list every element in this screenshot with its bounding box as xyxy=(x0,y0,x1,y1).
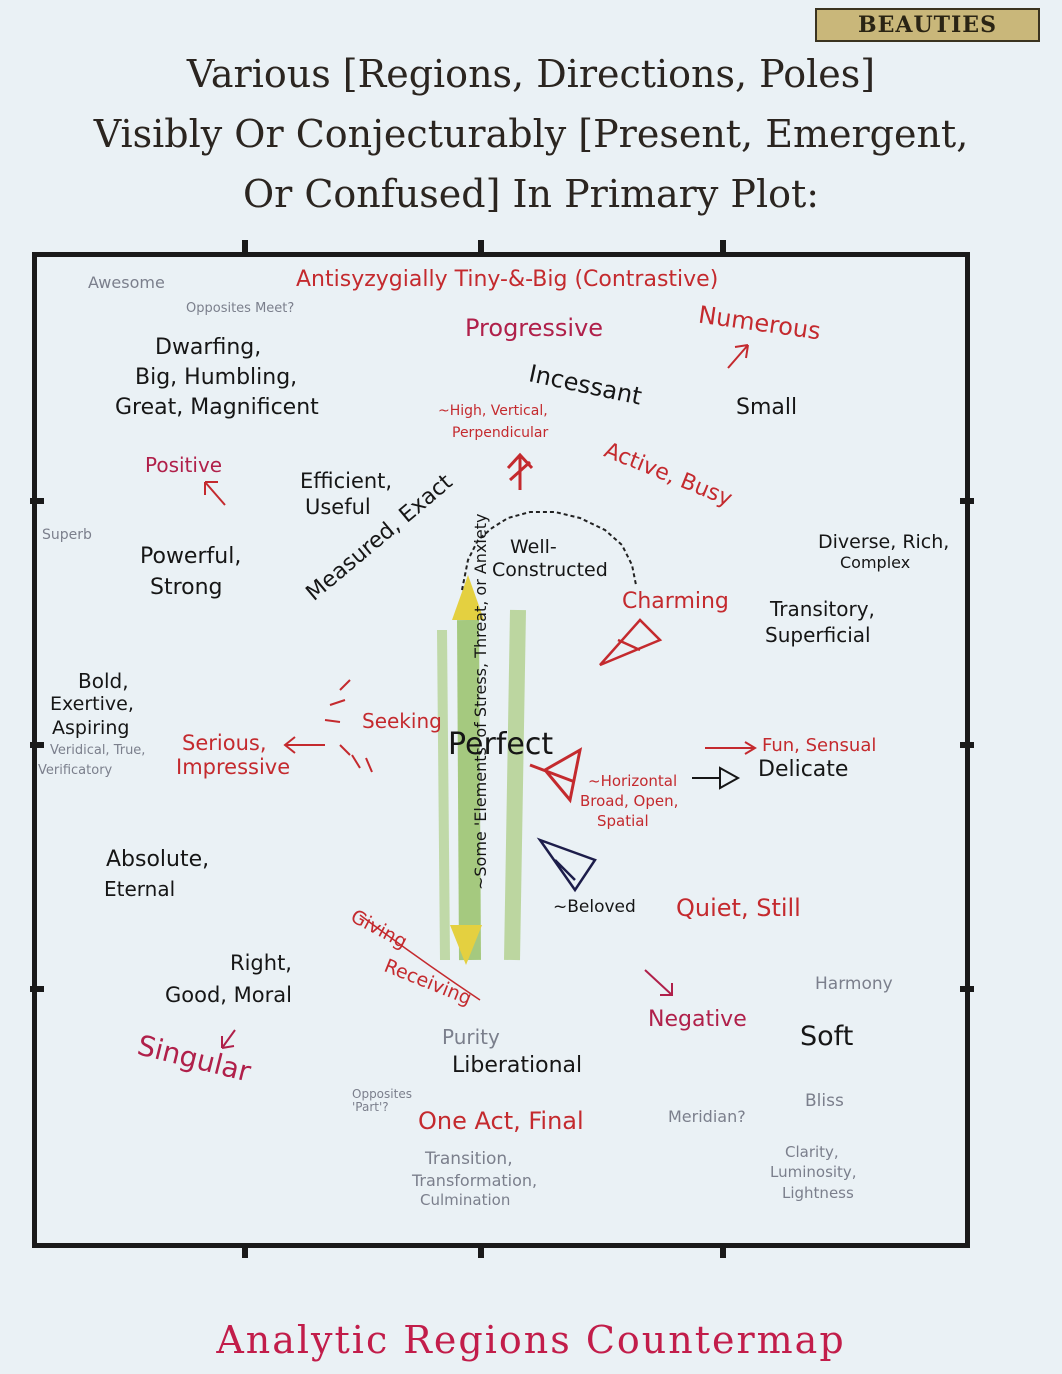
label-aspiring: Aspiring xyxy=(52,717,130,739)
frame-tick xyxy=(720,240,726,256)
frame-tick xyxy=(960,742,974,748)
label-fun-sensual: Fun, Sensual xyxy=(762,735,877,756)
label-broad-open: Broad, Open, xyxy=(580,792,679,810)
label-big-humbling: Big, Humbling, xyxy=(135,365,298,390)
label-positive: Positive xyxy=(145,453,223,477)
frame-tick xyxy=(720,1244,726,1258)
vertical-arrow xyxy=(506,452,534,490)
arrow-down-head xyxy=(450,925,482,965)
frame-tick xyxy=(30,498,44,504)
seeking-arrows xyxy=(324,679,373,773)
label-high-vertical: ~High, Vertical, xyxy=(438,403,548,419)
beauties-tab-label: BEAUTIES xyxy=(815,8,1040,42)
label-perpendicular: Perpendicular xyxy=(452,425,549,441)
frame-tick xyxy=(478,1244,484,1258)
label-opposites-meet: Opposites Meet? xyxy=(186,301,295,316)
horizontal-fan-icon xyxy=(529,747,583,804)
label-negative: Negative xyxy=(648,1007,747,1032)
delicate-icon xyxy=(692,766,741,790)
frame-tick xyxy=(960,986,974,992)
label-efficient: Efficient, xyxy=(300,469,393,493)
label-veridical: Veridical, True, xyxy=(50,743,146,758)
label-soft: Soft xyxy=(800,1021,854,1052)
label-bliss: Bliss xyxy=(805,1091,844,1111)
title-line-2: Visibly Or Conjecturably [Present, Emerg… xyxy=(93,112,969,156)
label-clarity: Clarity, xyxy=(785,1143,839,1161)
numerous-arrow xyxy=(727,344,749,369)
label-superficial: Superficial xyxy=(765,623,871,647)
label-culmination: Culmination xyxy=(420,1191,511,1209)
label-well: Well- xyxy=(510,536,557,558)
giving-receiving-curve xyxy=(359,914,481,1001)
label-strong: Strong xyxy=(150,575,223,600)
label-small: Small xyxy=(736,395,798,420)
arrow-up-head xyxy=(452,575,484,620)
title-line-1: Various [Regions, Directions, Poles] xyxy=(186,52,876,96)
label-charming: Charming xyxy=(622,589,729,614)
green-band-right xyxy=(504,609,526,961)
label-delicate: Delicate xyxy=(758,757,849,782)
singular-arrow xyxy=(221,1029,236,1049)
label-one-act: One Act, Final xyxy=(418,1107,584,1135)
label-harmony: Harmony xyxy=(815,974,893,994)
label-exertive: Exertive, xyxy=(50,693,134,715)
label-dwarfing: Dwarfing, xyxy=(155,335,262,360)
label-awesome: Awesome xyxy=(88,273,165,292)
label-perfect: Perfect xyxy=(448,727,554,762)
frame-tick xyxy=(30,986,44,992)
label-purity: Purity xyxy=(442,1025,500,1049)
frame-tick xyxy=(30,742,44,748)
label-antisyzygially: Antisyzygially Tiny-&-Big (Contrastive) xyxy=(296,267,719,292)
label-seeking: Seeking xyxy=(362,709,442,733)
label-transition: Transition, xyxy=(425,1149,513,1169)
well-constructed-zigzag xyxy=(461,511,637,591)
label-bold: Bold, xyxy=(78,669,129,693)
green-arrow-up-band xyxy=(457,619,481,961)
label-progressive: Progressive xyxy=(465,314,604,342)
serious-arrow xyxy=(283,736,325,754)
frame-tick xyxy=(242,240,248,256)
label-great: Great, Magnificent xyxy=(115,395,319,420)
label-serious: Serious, xyxy=(182,731,267,755)
label-diverse: Diverse, Rich, xyxy=(818,531,950,553)
positive-arrow xyxy=(204,481,226,506)
frame-tick xyxy=(478,240,484,256)
footer-title: Analytic Regions Countermap xyxy=(216,1318,846,1362)
label-complex: Complex xyxy=(840,553,911,572)
label-superb: Superb xyxy=(42,527,92,543)
beloved-fan-icon xyxy=(536,837,597,893)
label-transformation: Transformation, xyxy=(412,1171,538,1190)
label-powerful: Powerful, xyxy=(140,544,242,569)
charming-fan-icon xyxy=(599,618,663,667)
label-luminosity: Luminosity, xyxy=(770,1163,857,1181)
label-beloved: ~Beloved xyxy=(553,897,636,917)
label-horizontal: ~Horizontal xyxy=(588,772,678,790)
fun-arrow xyxy=(705,741,757,755)
frame-tick xyxy=(960,498,974,504)
negative-arrow xyxy=(644,969,673,996)
label-impressive: Impressive xyxy=(176,755,291,779)
label-good-moral: Good, Moral xyxy=(165,983,292,1007)
title-line-3: Or Confused] In Primary Plot: xyxy=(242,172,820,216)
plot-frame xyxy=(32,252,970,1248)
label-quiet-still: Quiet, Still xyxy=(676,894,801,922)
label-meridian: Meridian? xyxy=(668,1107,746,1126)
label-verificatory: Verificatory xyxy=(38,763,113,778)
label-transitory: Transitory, xyxy=(770,597,875,621)
label-absolute: Absolute, xyxy=(106,847,210,872)
green-band-left xyxy=(437,629,450,961)
label-right: Right, xyxy=(230,951,292,975)
label-liberational: Liberational xyxy=(452,1053,583,1078)
frame-tick xyxy=(242,1244,248,1258)
label-useful: Useful xyxy=(305,495,371,519)
label-spatial: Spatial xyxy=(597,812,649,830)
label-opposites-part: Opposites 'Part'? xyxy=(352,1087,412,1115)
label-constructed: Constructed xyxy=(492,559,608,581)
label-lightness: Lightness xyxy=(782,1184,854,1202)
label-eternal: Eternal xyxy=(104,877,176,901)
